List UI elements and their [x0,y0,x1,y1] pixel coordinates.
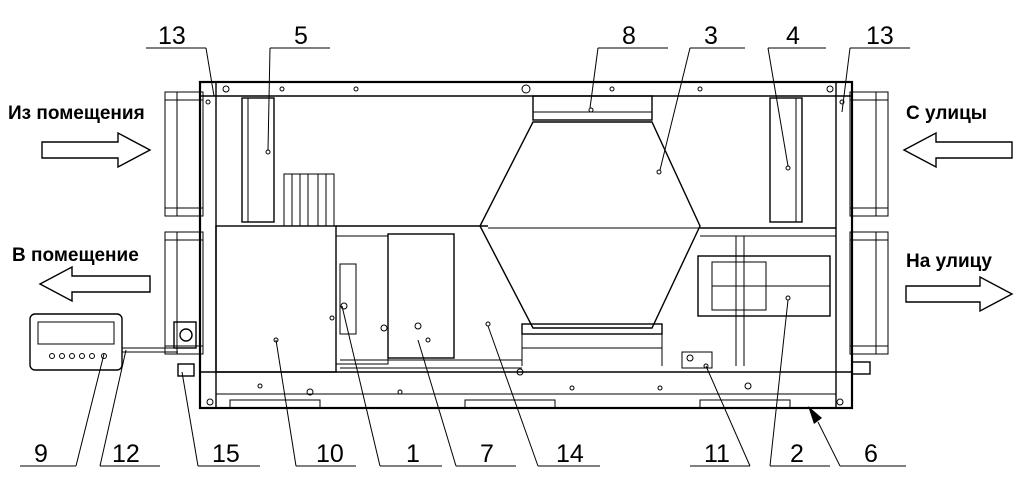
exchanger-tray [521,323,663,366]
filter-right [769,97,803,223]
control-box [380,233,455,359]
arrow-to-room [38,265,151,303]
duct-left-upper [164,91,204,217]
callout-8: 8 [622,22,636,50]
callout-6: 6 [864,440,878,468]
callout-15: 15 [212,440,240,468]
callout-11: 11 [704,440,730,468]
arrow-from-room [41,131,152,169]
supply-fan [215,173,337,373]
callout-12: 12 [112,440,140,468]
terminal-block [329,235,389,365]
callout-7: 7 [480,440,494,468]
callout-13-right: 13 [866,22,894,50]
label-from-room: Из помещения [8,103,145,124]
filter-left [241,97,275,223]
bottom-grille [340,359,522,369]
remote-control-panel [29,313,123,371]
callout-9: 9 [34,440,48,468]
mounting-bracket [681,351,713,369]
drain-valve [173,321,197,377]
arrow-head-6 [808,406,822,424]
callout-2: 2 [790,440,804,468]
duct-right-upper [849,91,889,217]
bypass-damper [532,95,653,121]
label-to-street: На улицу [906,251,992,272]
label-from-street: С улицы [906,103,987,124]
callout-1: 1 [406,440,420,468]
duct-right-lower [849,231,889,355]
heat-exchanger [479,121,701,329]
arrow-to-street [905,275,1014,313]
callout-13-left: 13 [158,22,186,50]
callout-leaders-bottom [20,299,906,467]
callout-leaders-top [146,47,910,171]
label-to-room: В помещение [12,245,139,266]
callout-10: 10 [316,440,344,468]
drain-right [851,361,871,375]
arrow-from-street [902,131,1013,169]
callout-5: 5 [294,22,308,50]
duct-left-lower [164,231,204,355]
housing [198,80,854,410]
callout-3: 3 [704,22,718,50]
control-cable [122,347,178,353]
exhaust-fan [697,236,831,366]
callout-4: 4 [786,22,800,50]
callout-14: 14 [556,440,584,468]
